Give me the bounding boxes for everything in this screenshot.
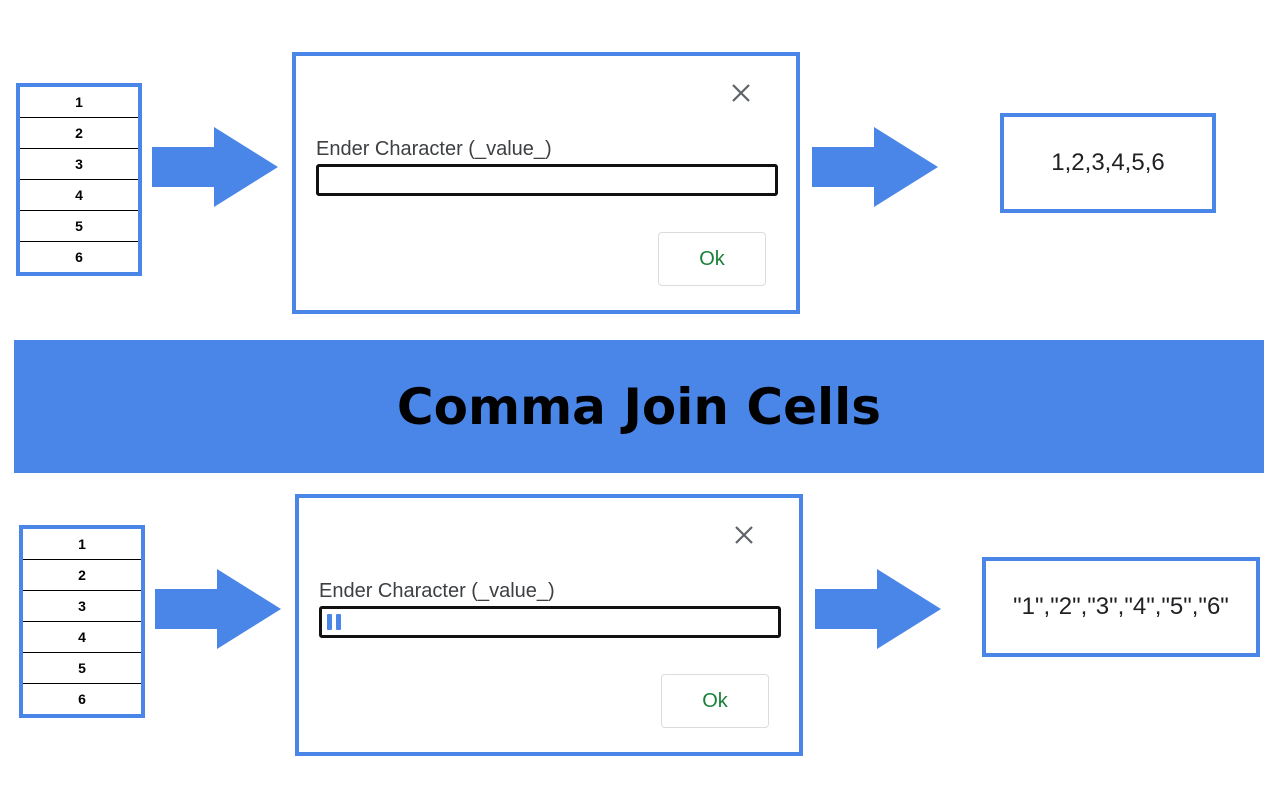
cell[interactable]: 2 [20, 118, 138, 149]
cell[interactable]: 3 [20, 149, 138, 180]
right-arrow-icon [812, 127, 938, 207]
cell[interactable]: 6 [78, 691, 86, 707]
ok-button[interactable]: Ok [658, 232, 766, 286]
cell[interactable]: 5 [23, 653, 141, 684]
cell[interactable]: 3 [23, 591, 141, 622]
result-output: "1","2","3","4","5","6" [982, 557, 1260, 657]
ender-character-label: Ender Character (_value_) [316, 138, 552, 160]
right-arrow-icon [152, 127, 278, 207]
title-banner: Comma Join Cells [14, 340, 1264, 473]
cell[interactable]: 2 [23, 560, 141, 591]
ender-character-input[interactable] [316, 164, 778, 196]
close-icon[interactable] [730, 82, 752, 104]
right-arrow-icon [155, 569, 281, 649]
join-dialog: Ender Character (_value_) Ok [292, 52, 800, 314]
cell[interactable]: 4 [23, 622, 141, 653]
cell[interactable]: 4 [20, 180, 138, 211]
cell[interactable]: 1 [20, 87, 138, 118]
page-title: Comma Join Cells [396, 377, 882, 436]
result-output: 1,2,3,4,5,6 [1000, 113, 1216, 213]
join-dialog: Ender Character (_value_) Ok [295, 494, 803, 756]
right-arrow-icon [815, 569, 941, 649]
cell[interactable]: 5 [20, 211, 138, 242]
ender-character-input[interactable] [319, 606, 781, 638]
ender-character-label: Ender Character (_value_) [319, 580, 555, 602]
cell[interactable]: 6 [75, 249, 83, 265]
cell[interactable]: 1 [23, 529, 141, 560]
source-cells-column: 1 2 3 4 5 6 [19, 525, 145, 718]
double-quote-value [327, 614, 341, 630]
source-cells-column: 1 2 3 4 5 6 [16, 83, 142, 276]
close-icon[interactable] [733, 524, 755, 546]
ok-button[interactable]: Ok [661, 674, 769, 728]
